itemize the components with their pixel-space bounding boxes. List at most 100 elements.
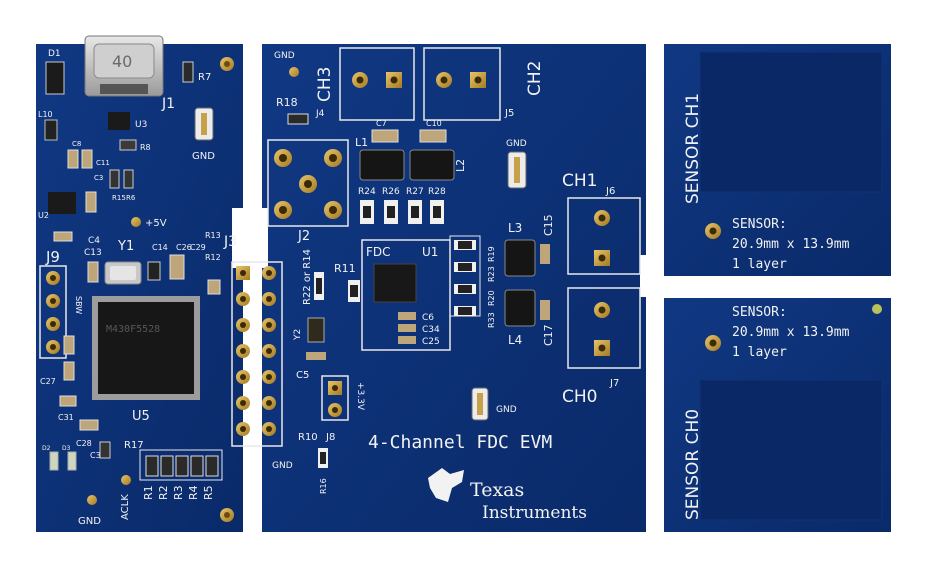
refdes-c27: C27 <box>40 377 56 386</box>
sensor1-line1: SENSOR: <box>732 217 787 232</box>
left-board: 40 D1 R7 J1 GND L10 U3 R8 C8 C11 C3 R15 … <box>36 35 250 532</box>
connector-j5 <box>423 47 501 121</box>
refdes-j6: J6 <box>605 186 615 197</box>
refdes-d3: D3 <box>62 445 71 452</box>
usb-connector-j1: 40 <box>84 35 164 97</box>
refdes-r5: R5 <box>202 485 215 500</box>
refdes-r13: R13 <box>205 231 221 240</box>
refdes-l10: L10 <box>38 110 53 119</box>
refdes-j2: J2 <box>297 229 310 244</box>
inductor-l10 <box>44 119 58 141</box>
inductor-l2 <box>409 149 455 181</box>
fdc-chip-u1 <box>373 263 417 303</box>
refdes-r26: R26 <box>382 187 400 197</box>
refdes-c14: C14 <box>152 243 168 252</box>
refdes-r3: R3 <box>172 485 185 500</box>
connector-j4 <box>339 47 415 121</box>
refdes-r28: R28 <box>428 187 446 197</box>
board-gap <box>670 278 891 298</box>
label-ch1: CH1 <box>562 171 597 191</box>
refdes-u2: U2 <box>38 211 49 220</box>
ti-logo: Texas Instruments <box>428 468 587 523</box>
testpoint-gnd-top <box>289 67 299 77</box>
refdes-c15: C15 <box>542 214 555 236</box>
logo-texas: Texas <box>470 479 524 501</box>
header-j9 <box>39 265 67 359</box>
refdes-c3: C3 <box>94 174 103 182</box>
refdes-c26: C26 <box>176 243 192 252</box>
refdes-j4: J4 <box>315 109 325 119</box>
testpoint-aclk <box>121 475 131 485</box>
refdes-c8: C8 <box>72 140 81 148</box>
refdes-j8: J8 <box>325 432 335 443</box>
sensor0-line2: 20.9mm x 13.9mm <box>732 325 850 340</box>
refdes-j7: J7 <box>609 378 619 389</box>
logo-instruments: Instruments <box>482 503 587 523</box>
refdes-d2: D2 <box>42 445 51 452</box>
refdes-r1: R1 <box>142 485 155 500</box>
sensor0-line3: 1 layer <box>732 345 787 360</box>
label-ch2: CH2 <box>525 61 545 96</box>
refdes-c6: C6 <box>422 313 434 323</box>
sensor-ch0-via <box>872 304 882 314</box>
testpoint-5v <box>131 217 141 227</box>
mcu-marking: M430F5528 <box>106 324 160 335</box>
refdes-r18: R18 <box>276 96 298 109</box>
refdes-l2: L2 <box>454 159 467 172</box>
refdes-c32: C32 <box>90 451 106 460</box>
refdes-l3: L3 <box>508 221 522 235</box>
refdes-r8: R8 <box>140 143 151 152</box>
refdes-aclk: ACLK <box>120 494 131 520</box>
refdes-r12: R12 <box>205 253 221 262</box>
refdes-r16: R16 <box>319 478 328 494</box>
connector-j6 <box>567 197 641 275</box>
refdes-r33: R33 <box>487 312 496 328</box>
inductor-l1 <box>359 149 405 181</box>
refdes-gnd-bottom-mid: GND <box>496 405 517 415</box>
refdes-gnd-low: GND <box>272 461 293 471</box>
refdes-d1: D1 <box>48 49 61 59</box>
refdes-sbw: SBW <box>74 296 83 314</box>
ic-u3 <box>108 112 130 130</box>
refdes-c7: C7 <box>376 119 387 128</box>
refdes-c13: C13 <box>84 248 102 258</box>
refdes-r22-or-r14: R22 or R14 <box>302 249 313 305</box>
refdes-r23: R23 <box>487 266 496 282</box>
ic-u2 <box>48 192 76 214</box>
refdes-r4: R4 <box>187 485 200 500</box>
refdes-r10: R10 <box>298 432 318 443</box>
refdes-u3: U3 <box>135 120 147 130</box>
crystal-y2 <box>307 317 325 343</box>
refdes-c4: C4 <box>88 236 100 246</box>
refdes-5v: +5V <box>145 218 167 229</box>
refdes-c34: C34 <box>422 325 440 335</box>
label-sensor-ch1: SENSOR CH1 <box>683 93 703 204</box>
header-j3-pins <box>236 266 276 436</box>
refdes-j9: J9 <box>45 248 60 266</box>
left-board-notch <box>232 208 250 268</box>
middle-board: GND CH3 J4 CH2 J5 R18 L1 C7 C10 L2 J2 <box>223 44 670 532</box>
refdes-r6: R6 <box>126 194 136 202</box>
sensor1-line2: 20.9mm x 13.9mm <box>732 237 850 252</box>
refdes-r27: R27 <box>406 187 424 197</box>
refdes-gnd-mid: GND <box>506 139 527 149</box>
refdes-3v3: +3.3V <box>355 382 365 411</box>
label-ch0: CH0 <box>562 387 597 407</box>
refdes-c29: C29 <box>190 243 206 252</box>
led-d2 <box>49 451 59 471</box>
refdes-fdc: FDC <box>366 245 391 259</box>
refdes-r15: R15 <box>112 194 126 202</box>
refdes-c5: C5 <box>296 370 309 381</box>
refdes-j1: J1 <box>161 96 175 112</box>
led-d3 <box>67 451 77 471</box>
refdes-c25: C25 <box>422 337 440 347</box>
label-ch3: CH3 <box>315 67 335 102</box>
refdes-y2: Y2 <box>293 329 303 341</box>
inductor-l4 <box>504 289 536 327</box>
refdes-j5: J5 <box>504 108 514 119</box>
middle-board-notch-left <box>250 208 268 268</box>
testpoint-gnd <box>87 495 97 505</box>
refdes-r2: R2 <box>157 485 170 500</box>
refdes-gnd-bottom: GND <box>78 516 101 527</box>
refdes-c17: C17 <box>542 324 555 346</box>
